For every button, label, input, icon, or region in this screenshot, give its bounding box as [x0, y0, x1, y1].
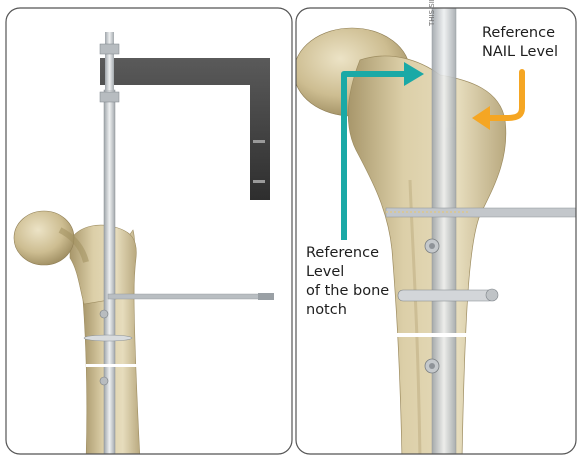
reference-bone-line3: of the bone: [306, 282, 416, 301]
reference-nail-level-label: Reference NAIL Level: [482, 24, 572, 62]
guide-wire: [108, 294, 266, 299]
reference-nail-line2: NAIL Level: [482, 43, 572, 62]
reference-bone-line1: Reference: [306, 244, 416, 263]
reference-bone-line4: notch: [306, 301, 416, 320]
intramedullary-nail: [104, 90, 115, 459]
right-panel-artwork: [294, 8, 580, 459]
nail-engraving: THIS SIDE: [428, 0, 436, 26]
left-panel-artwork: [6, 8, 292, 459]
femoral-head: [14, 211, 74, 265]
nail-detail: [432, 8, 456, 459]
reference-nail-line1: Reference: [482, 24, 572, 43]
reference-bone-line2: Level: [306, 263, 416, 282]
reference-bone-notch-label: Reference Level of the bone notch: [306, 244, 416, 320]
